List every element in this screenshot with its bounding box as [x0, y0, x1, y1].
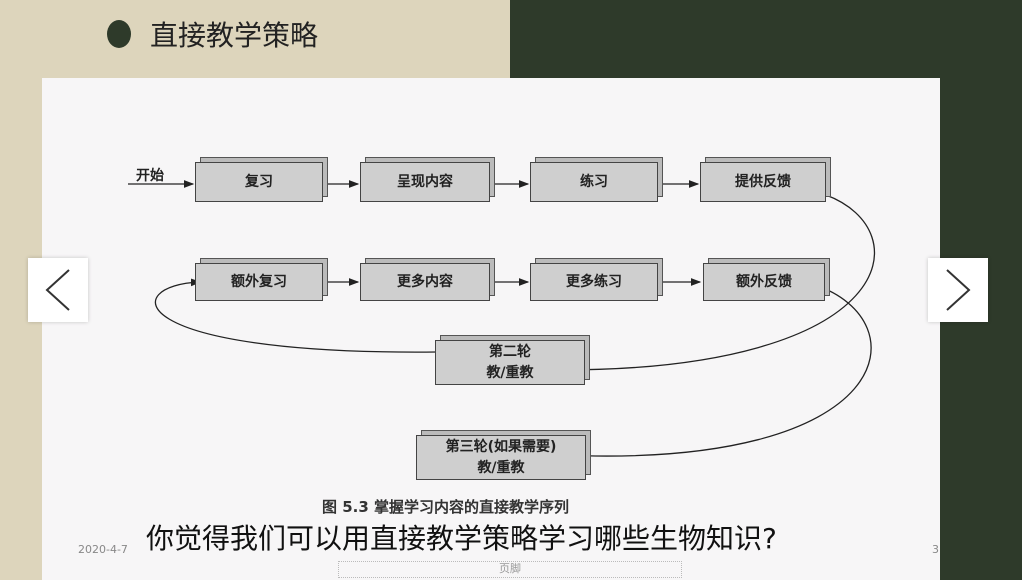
chevron-left-icon [45, 269, 70, 311]
bullet-icon [107, 20, 131, 48]
chevron-right-icon [946, 269, 971, 311]
round-three-line1: 第三轮(如果需要) [445, 438, 557, 455]
step-more-practice: 更多练习 [530, 263, 658, 301]
step-round-three: 第三轮(如果需要) 教/重教 [416, 435, 586, 480]
step-review: 复习 [195, 162, 323, 202]
start-label: 开始 [136, 168, 164, 184]
step-round-two: 第二轮教/重教 [435, 340, 585, 385]
step-present-content: 呈现内容 [360, 162, 490, 202]
step-practice: 练习 [530, 162, 658, 202]
figure-caption: 图 5.3 掌握学习内容的直接教学序列 [322, 498, 570, 516]
slide-date: 2020-4-7 [78, 543, 128, 556]
footer-placeholder: 页脚 [338, 561, 682, 578]
next-slide-button[interactable] [928, 258, 988, 322]
step-extra-review: 额外复习 [195, 263, 323, 301]
round-two-line2: 教/重教 [486, 364, 534, 381]
question-text: 你觉得我们可以用直接教学策略学习哪些生物知识? [146, 522, 777, 555]
step-feedback: 提供反馈 [700, 162, 826, 202]
step-extra-feedback: 额外反馈 [703, 263, 825, 301]
prev-slide-button[interactable] [28, 258, 88, 322]
round-two-line1: 第二轮 [489, 343, 531, 360]
slide-title: 直接教学策略 [150, 19, 319, 52]
step-more-content: 更多内容 [360, 263, 490, 301]
round-three-line2: 教/重教 [477, 459, 525, 476]
page-number: 3 [932, 543, 939, 556]
